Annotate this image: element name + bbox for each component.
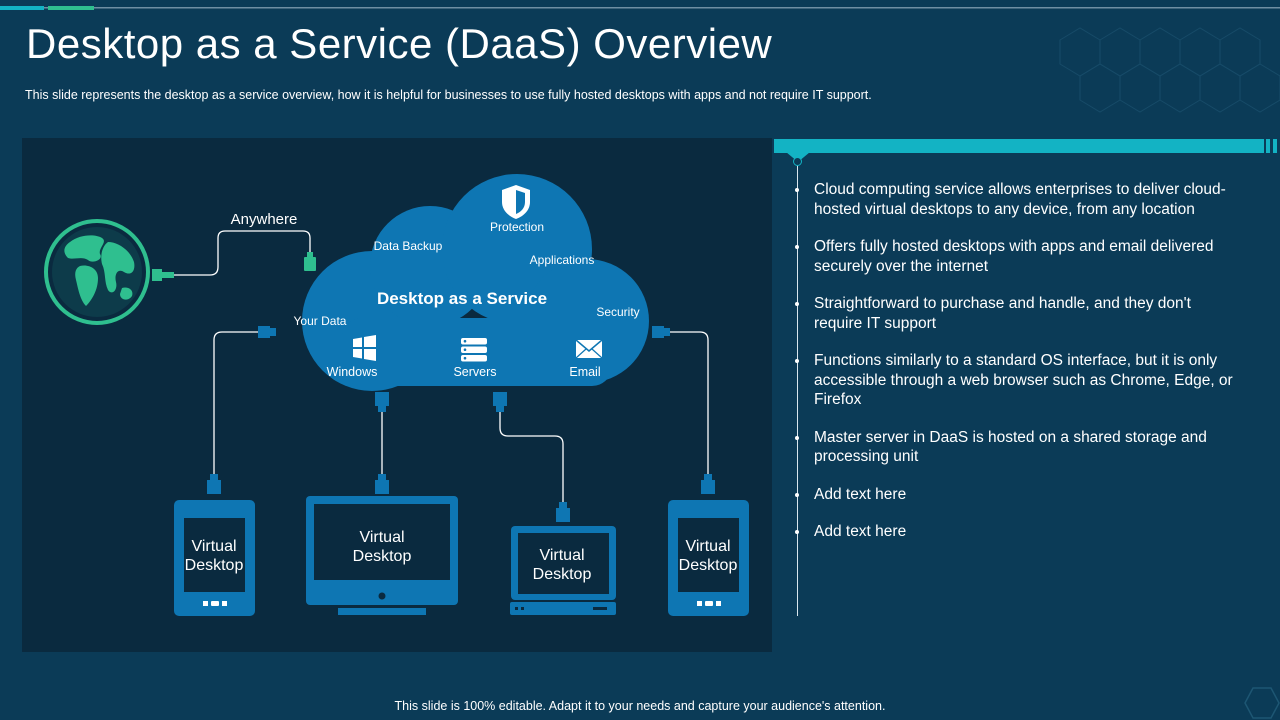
virtual-desktop-phone-left xyxy=(174,500,255,616)
page-subtitle: This slide represents the desktop as a s… xyxy=(25,88,872,102)
virtual-desktop-laptop xyxy=(510,526,616,615)
accent-band-stub xyxy=(1273,139,1277,153)
bullet-item: Cloud computing service allows enterpris… xyxy=(795,180,1236,219)
daas-diagram-panel: Anywhere Protec xyxy=(22,138,772,652)
bullet-item: Straightforward to purchase and handle, … xyxy=(795,294,1236,333)
bullet-item: Add text here xyxy=(795,522,1236,542)
accent-band-stub xyxy=(1266,139,1270,153)
cloud-shape xyxy=(302,174,649,391)
cloud-connector-plugs xyxy=(207,326,715,522)
hexagon-pattern-decoration xyxy=(1059,27,1280,113)
bullet-item: Functions similarly to a standard OS int… xyxy=(795,351,1236,410)
virtual-desktop-phone-right xyxy=(668,500,749,616)
page-title: Desktop as a Service (DaaS) Overview xyxy=(26,20,773,67)
accent-band xyxy=(774,139,1264,153)
windows-icon xyxy=(353,335,376,361)
device-2-label-line1: Virtual xyxy=(359,529,404,546)
servers-icon xyxy=(461,338,487,362)
device-1-label-line1: Virtual xyxy=(191,538,236,555)
globe-connector-plug xyxy=(152,269,174,281)
email-icon xyxy=(575,339,603,359)
device-1-label-line2: Desktop xyxy=(185,557,244,574)
anywhere-plug xyxy=(304,252,316,271)
cloud-label-servers: Servers xyxy=(453,365,496,379)
device-2-label-line2: Desktop xyxy=(353,548,412,565)
cloud-label-windows: Windows xyxy=(327,365,378,379)
cloud-title: Desktop as a Service xyxy=(377,289,547,308)
cloud-label-data-backup: Data Backup xyxy=(374,239,443,253)
daas-diagram: Anywhere Protec xyxy=(44,174,749,616)
shield-icon xyxy=(502,185,530,219)
anywhere-label: Anywhere xyxy=(231,211,298,228)
device-4-label-line2: Desktop xyxy=(679,557,738,574)
bullet-item: Offers fully hosted desktops with apps a… xyxy=(795,237,1236,276)
cloud-label-applications: Applications xyxy=(530,253,595,267)
top-accent-bar xyxy=(0,6,1280,10)
cloud-label-protection: Protection xyxy=(490,220,544,234)
hexagon-corner-decoration xyxy=(1244,687,1280,719)
cloud-label-your-data: Your Data xyxy=(294,314,347,328)
cloud-label-email: Email xyxy=(569,365,600,379)
timeline-node xyxy=(793,157,802,166)
globe-icon xyxy=(44,219,150,325)
virtual-desktop-monitor xyxy=(306,496,458,615)
device-3-label-line1: Virtual xyxy=(539,547,584,564)
footer-note: This slide is 100% editable. Adapt it to… xyxy=(394,699,886,713)
timeline-line xyxy=(797,162,798,616)
overview-bullet-list: Cloud computing service allows enterpris… xyxy=(795,180,1236,560)
device-3-label-line2: Desktop xyxy=(533,566,592,583)
device-4-label-line1: Virtual xyxy=(685,538,730,555)
bullet-item: Add text here xyxy=(795,485,1236,505)
bullet-item: Master server in DaaS is hosted on a sha… xyxy=(795,428,1236,467)
cloud-label-security: Security xyxy=(596,305,639,319)
